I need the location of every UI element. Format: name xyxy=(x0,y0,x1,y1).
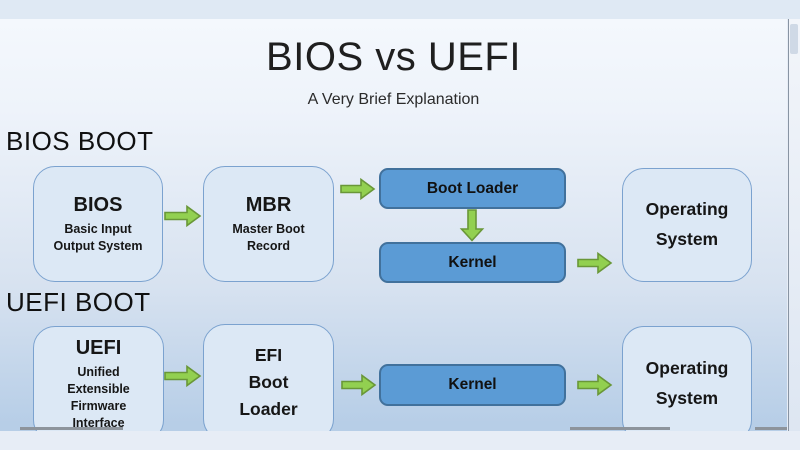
kernel-box-bios: Kernel xyxy=(379,242,566,283)
bottom-divider-bar xyxy=(570,427,670,430)
uefi-box: UEFI Unified Extensible Firmware Interfa… xyxy=(33,326,164,442)
uefi-box-title: UEFI xyxy=(75,337,122,360)
bios-box-subtitle: Basic Input Output System xyxy=(53,222,143,253)
efi-boot-loader-box: EFI Boot Loader xyxy=(203,324,334,441)
uefi-box-subtitle: Unified Extensible Firmware Interface xyxy=(67,365,130,430)
operating-system-box-bios: Operating System xyxy=(622,168,752,282)
arrow-right-icon xyxy=(341,373,377,397)
boot-loader-box: Boot Loader xyxy=(379,168,566,209)
bottom-margin-strip xyxy=(0,431,800,450)
boot-loader-label: Boot Loader xyxy=(426,179,519,197)
kernel-box-uefi: Kernel xyxy=(379,364,566,406)
arrow-right-icon xyxy=(164,204,202,228)
page-subtitle: A Very Brief Explanation xyxy=(307,91,480,108)
section-heading-uefi-boot: UEFI BOOT xyxy=(6,287,151,317)
kernel-label: Kernel xyxy=(448,376,497,393)
bios-box-title: BIOS xyxy=(73,194,123,217)
mbr-box-subtitle: Master Boot Record xyxy=(232,222,305,253)
efi-boot-loader-label: EFI Boot Loader xyxy=(239,344,298,420)
bios-box: BIOS Basic Input Output System xyxy=(33,166,163,282)
arrow-right-icon xyxy=(577,251,613,275)
scrollbar-thumb[interactable] xyxy=(790,24,798,54)
bottom-divider-bar xyxy=(755,427,787,430)
mbr-box-title: MBR xyxy=(245,194,292,217)
bottom-divider-bar xyxy=(20,427,123,430)
section-heading-bios-boot: BIOS BOOT xyxy=(6,126,154,156)
arrow-right-icon xyxy=(577,373,613,397)
arrow-right-icon xyxy=(164,364,202,388)
mbr-box: MBR Master Boot Record xyxy=(203,166,334,282)
arrow-right-icon xyxy=(340,177,376,201)
right-edge-gutter xyxy=(788,19,800,437)
top-margin-strip xyxy=(0,0,800,19)
page-title: BIOS vs UEFI xyxy=(266,35,521,79)
kernel-label: Kernel xyxy=(448,253,497,271)
operating-system-label: Operating System xyxy=(645,358,729,408)
slide-area: BIOS vs UEFI A Very Brief Explanation BI… xyxy=(0,19,787,442)
operating-system-box-uefi: Operating System xyxy=(622,326,752,442)
operating-system-label: Operating System xyxy=(645,199,729,249)
arrow-down-icon xyxy=(459,209,485,242)
